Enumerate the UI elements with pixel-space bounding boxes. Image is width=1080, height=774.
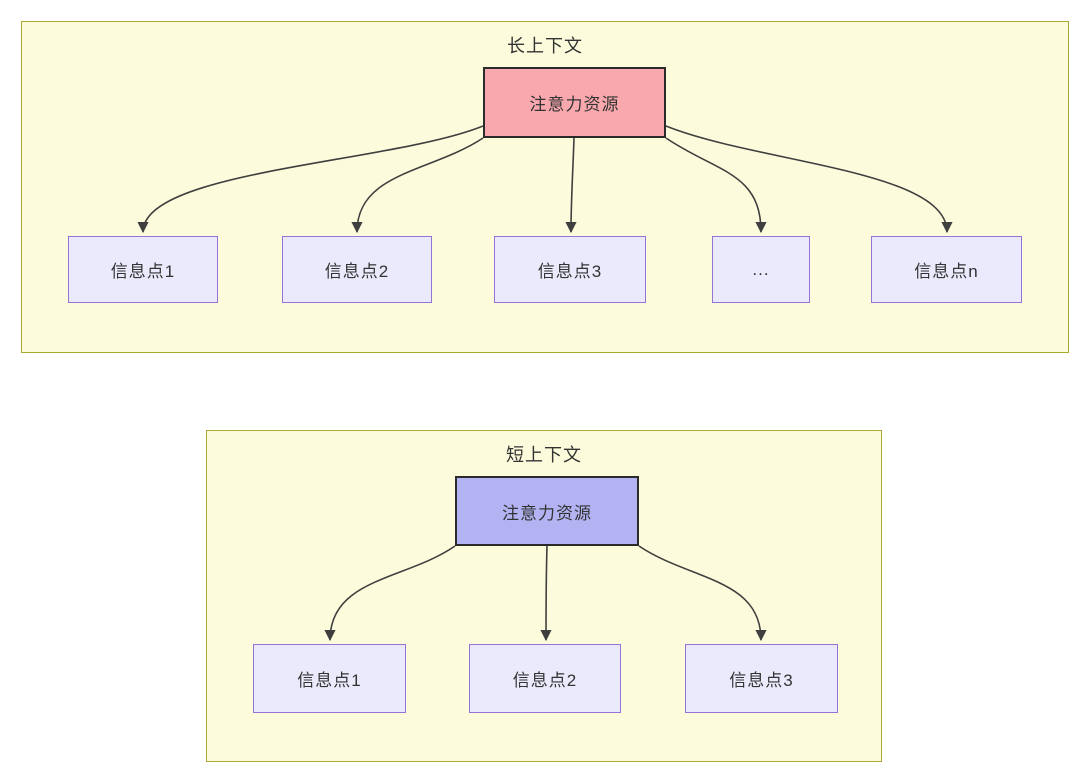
long-attention-resource-node: 注意力资源: [483, 67, 666, 138]
short-attention-resource-node: 注意力资源: [455, 476, 639, 546]
long-info-point-3-node: 信息点3: [494, 236, 646, 303]
short-context-title: 短上下文: [506, 445, 582, 465]
short-info-point-1-node: 信息点1: [253, 644, 406, 713]
long-info-point-ellipsis-node: ...: [712, 236, 810, 303]
short-info-point-2-node: 信息点2: [469, 644, 621, 713]
long-info-point-2-node: 信息点2: [282, 236, 432, 303]
short-info-point-3-node: 信息点3: [685, 644, 838, 713]
long-context-title: 长上下文: [507, 36, 583, 56]
long-info-point-n-node: 信息点n: [871, 236, 1022, 303]
long-info-point-1-node: 信息点1: [68, 236, 218, 303]
